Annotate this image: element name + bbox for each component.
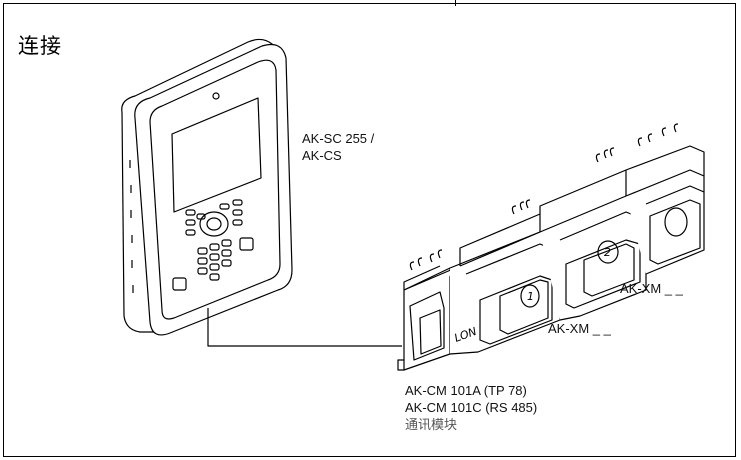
keypad-keys	[172, 199, 254, 291]
module-rail	[397, 123, 705, 371]
diagram-frame	[3, 3, 736, 457]
xm-label-a: AK-XM _ _	[620, 281, 683, 296]
module-1-mark: 1	[527, 290, 534, 303]
comm-module-line1: AK-CM 101A (TP 78)	[405, 383, 527, 398]
xm-module-1	[449, 199, 561, 355]
page-title: 连接	[18, 34, 62, 58]
comm-module-line3: 通讯模块	[405, 417, 458, 432]
xm-module-3	[459, 123, 705, 275]
xm-label-b: AK-XM _ _	[548, 321, 611, 336]
comm-module-label: AK-CM 101A (TP 78) AK-CM 101C (RS 485) 通…	[405, 382, 537, 433]
controller-label-line2: AK-CS	[302, 148, 342, 163]
frame-tick	[455, 0, 456, 6]
controller-device	[121, 38, 293, 336]
controller-label-line1: AK-SC 255 /	[302, 131, 375, 146]
controller-label: AK-SC 255 / AK-CS	[302, 130, 374, 164]
xm-module-2	[539, 147, 647, 321]
comm-module-line2: AK-CM 101C (RS 485)	[405, 400, 538, 415]
connection-cable	[207, 308, 402, 347]
comm-module	[397, 249, 461, 371]
module-2-mark: 2	[604, 246, 611, 259]
